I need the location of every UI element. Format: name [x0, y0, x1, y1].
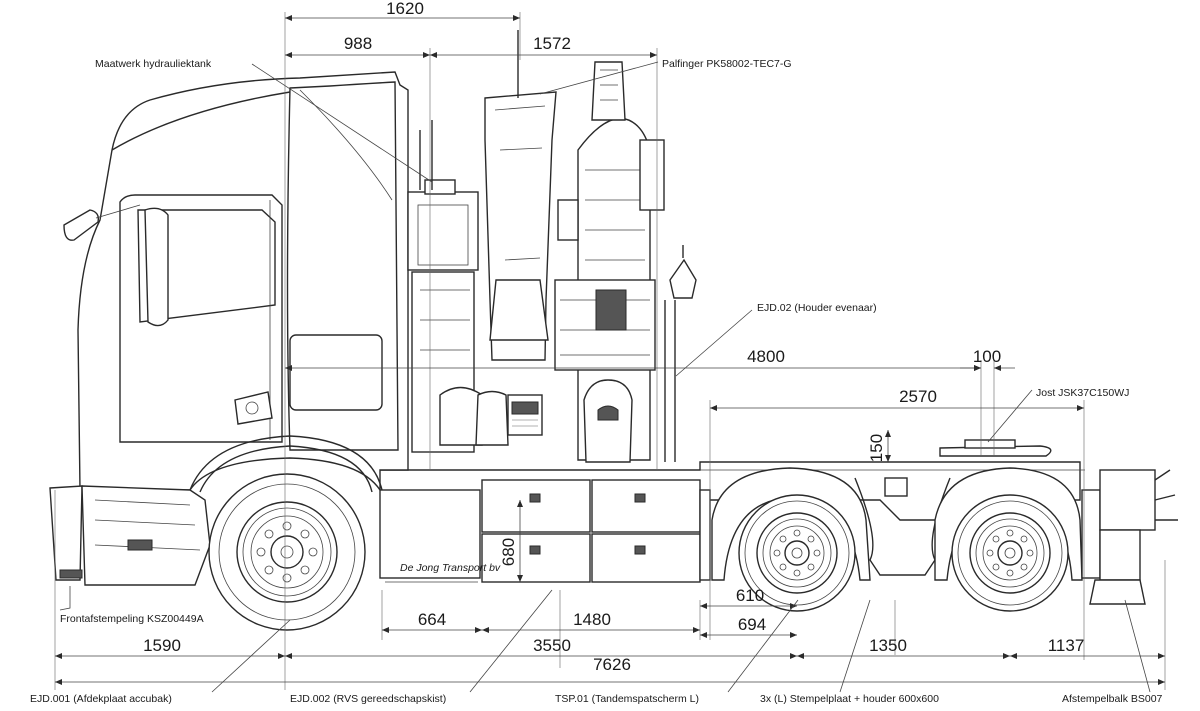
label-tandem-fender: TSP.01 (Tandemspatscherm L)	[555, 693, 699, 705]
dim-664: 664	[418, 610, 446, 629]
dim-3550: 3550	[533, 636, 571, 655]
dim-1620: 1620	[386, 0, 424, 18]
label-crane: Palfinger PK58002-TEC7-G	[662, 58, 792, 70]
dim-7626: 7626	[593, 655, 631, 674]
callout-labels: Maatwerk hydrauliektank Palfinger PK5800…	[30, 58, 1163, 705]
dim-4800: 4800	[747, 347, 785, 366]
label-hydraulic-tank: Maatwerk hydrauliektank	[95, 58, 212, 70]
label-toolbox: EJD.002 (RVS gereedschapskist)	[290, 693, 446, 705]
label-fifth-wheel: Jost JSK37C150WJ	[1036, 387, 1129, 399]
dim-150: 150	[867, 434, 886, 462]
dim-694: 694	[738, 615, 766, 634]
dim-680: 680	[499, 538, 518, 566]
label-equalizer-holder: EJD.02 (Houder evenaar)	[757, 302, 877, 314]
label-rear-outrigger-beam: Afstempelbalk BS007	[1062, 693, 1163, 705]
label-stabilizer-plate: 3x (L) Stempelplaat + houder 600x600	[760, 693, 939, 705]
dim-1480: 1480	[573, 610, 611, 629]
rear-wheel-2	[951, 494, 1069, 612]
dim-1572: 1572	[533, 34, 571, 53]
label-front-outrigger: Frontafstempeling KSZ00449A	[60, 613, 204, 625]
label-battery-cover: EJD.001 (Afdekplaat accubak)	[30, 693, 172, 705]
front-wheel	[208, 473, 366, 631]
callout-leaders	[59, 61, 1151, 693]
dim-1137: 1137	[1048, 636, 1085, 655]
dim-988: 988	[344, 34, 372, 53]
dim-1350: 1350	[869, 636, 907, 655]
truck-body: De Jong Transport bv	[49, 30, 1178, 605]
dimension-lines	[54, 12, 1166, 690]
dim-610: 610	[736, 586, 764, 605]
dim-100: 100	[973, 347, 1001, 366]
door-text: De Jong Transport bv	[400, 562, 501, 574]
dimension-values: 1620 988 1572 4800 100 2570 150 680 610 …	[143, 0, 1084, 674]
dim-2570: 2570	[899, 387, 937, 406]
dim-1590: 1590	[143, 636, 181, 655]
